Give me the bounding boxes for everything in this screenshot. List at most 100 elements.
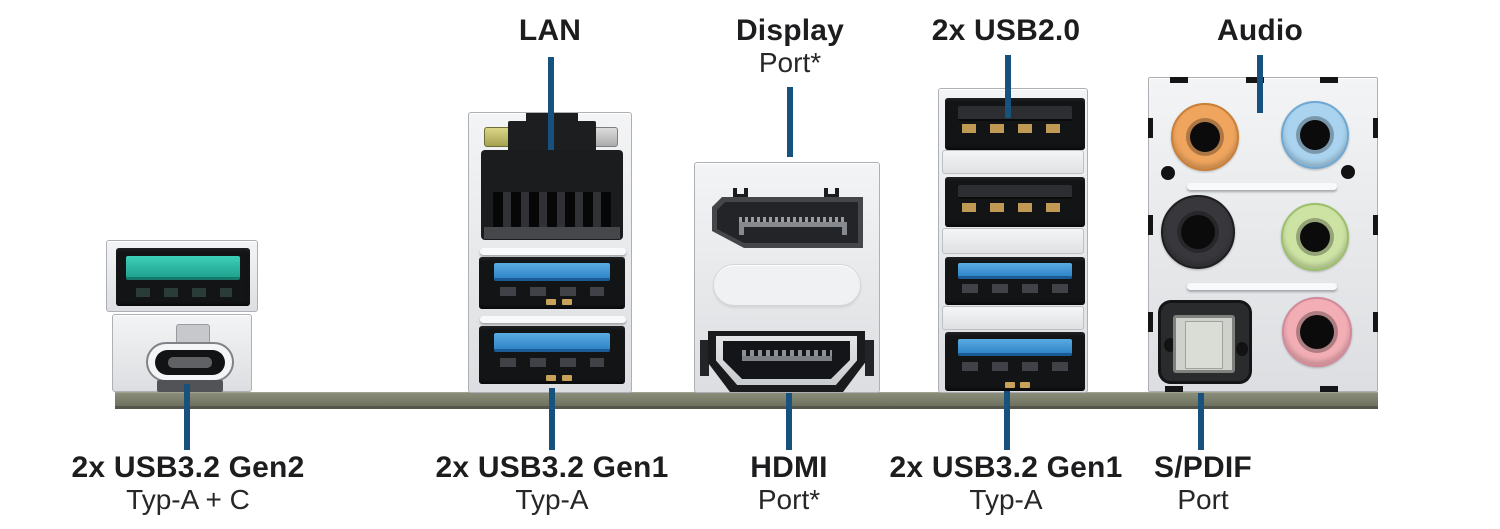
usb-c-tab [176,324,210,344]
audio-panel-notch [1373,215,1378,235]
label-displayport-title: Display [735,14,845,47]
label-usb20: 2x USB2.0 [932,15,1081,47]
hdmi-pin-teeth [742,350,832,356]
audio-jack-black [1161,195,1235,269]
label-usb32-gen1-right-subtitle: Typ-A [969,484,1043,515]
audio-jack-green-hole [1300,222,1330,252]
usb3-port-4-pin-a [1005,382,1015,388]
emboss-oval [713,264,861,306]
audio-groove-2 [1187,283,1337,290]
usb3-port-2-contacts [500,358,604,367]
leader-usb32-gen1-right [1004,391,1010,450]
audio-panel-notch [1170,77,1188,83]
usb-stack-spacer-3 [942,306,1084,330]
hdmi-pin-strip [742,356,832,361]
label-spdif-subtitle: Port [1177,484,1229,515]
audio-jack-light-blue [1281,101,1349,169]
usb2-port-2-tongue [958,185,1072,199]
dp-mount-tab-right [824,188,839,198]
label-usb32-gen1-left-title: 2x USB3.2 Gen1 [435,451,669,484]
audio-panel-notch [1148,312,1153,332]
label-hdmi: HDMI Port* [750,451,828,516]
usb2-port-1-tongue [958,106,1072,121]
leader-usb32-gen2 [184,384,190,450]
lan-groove-1 [480,248,626,255]
leader-usb32-gen1-left [549,388,555,450]
audio-jack-pink-hole [1300,315,1334,349]
leader-lan [548,57,554,150]
audio-panel-notch [1373,118,1378,138]
audio-panel-notch [1320,77,1338,83]
usb3-port-4-tongue [958,339,1072,356]
label-lan-title: LAN [518,14,582,47]
usb3-port-1-pin-a [546,299,556,305]
usb-c-tongue [168,357,212,368]
leader-usb20 [1005,55,1011,118]
screw-dot-left [1161,166,1175,180]
audio-panel-notch [1148,215,1153,235]
dp-pin-strip [739,222,847,227]
screw-dot-right [1341,165,1355,179]
audio-jack-light-blue-hole [1300,120,1330,150]
label-spdif: S/PDIF Port [1154,451,1252,516]
audio-panel-notch [1165,386,1183,392]
label-lan: LAN [519,15,581,47]
rj45-base-bar [484,227,620,239]
usb-a-gen2-tongue [126,256,240,280]
spdif-inner-frame [1173,315,1235,373]
audio-panel-notch [1148,118,1153,138]
label-usb32-gen2: 2x USB3.2 Gen2 Typ-A + C [71,451,305,516]
audio-jack-orange [1171,103,1239,171]
audio-jack-orange-hole [1190,122,1220,152]
label-displayport-subtitle: Port* [758,47,822,78]
dp-pin-teeth [739,217,847,223]
usb2-port-2-contacts [962,203,1072,212]
hdmi-clip-right [865,340,874,376]
label-usb20-title: 2x USB2.0 [931,14,1081,47]
leader-spdif [1198,393,1204,450]
usb3-port-4-contacts [962,362,1072,371]
audio-jack-green [1281,203,1349,271]
dp-pin-stub-right [842,222,847,235]
audio-panel-notch [1373,312,1378,332]
hdmi-clip-left [700,340,709,376]
label-audio-title: Audio [1217,14,1303,47]
usb3-port-2-pin-b [562,375,572,381]
usb3-port-1-tongue [494,263,610,281]
leader-hdmi [786,393,792,450]
leader-audio [1257,55,1263,113]
usb3-port-1-pin-b [562,299,572,305]
audio-panel-notch [1320,386,1338,392]
usb-stack-spacer-1 [942,150,1084,174]
audio-jack-pink [1282,297,1352,367]
usb3-port-3-tongue [958,263,1072,279]
pcb-edge [115,392,1378,409]
audio-panel-notch [1246,77,1264,83]
label-usb32-gen1-right-title: 2x USB3.2 Gen1 [889,451,1123,484]
label-spdif-title: S/PDIF [1154,451,1252,484]
usb-a-gen2-contacts [136,288,232,297]
spdif-side-dot-right [1236,342,1248,356]
usb2-port-1-contacts [962,124,1072,133]
label-audio: Audio [1217,15,1303,47]
dp-pin-stub-left [739,222,744,235]
label-hdmi-title: HDMI [750,451,828,484]
label-usb32-gen1-left: 2x USB3.2 Gen1 Typ-A [435,451,669,516]
usb3-port-2-pin-a [546,375,556,381]
usb3-port-3-contacts [962,284,1072,293]
usb-c-base [157,380,223,392]
label-usb32-gen1-left-subtitle: Typ-A [515,484,589,515]
usb3-port-4-pin-b [1020,382,1030,388]
label-usb32-gen2-title: 2x USB3.2 Gen2 [71,451,305,484]
label-hdmi-subtitle: Port* [757,484,821,515]
label-usb32-gen2-subtitle: Typ-A + C [126,484,250,515]
usb-stack-spacer-2 [942,228,1084,254]
lan-groove-2 [480,316,626,323]
leader-displayport [787,87,793,157]
usb3-port-1-contacts [500,287,604,296]
dp-mount-tab-left [733,188,748,198]
spdif-flap [1185,321,1223,369]
audio-groove-1 [1187,183,1337,190]
usb3-port-2-tongue [494,333,610,352]
